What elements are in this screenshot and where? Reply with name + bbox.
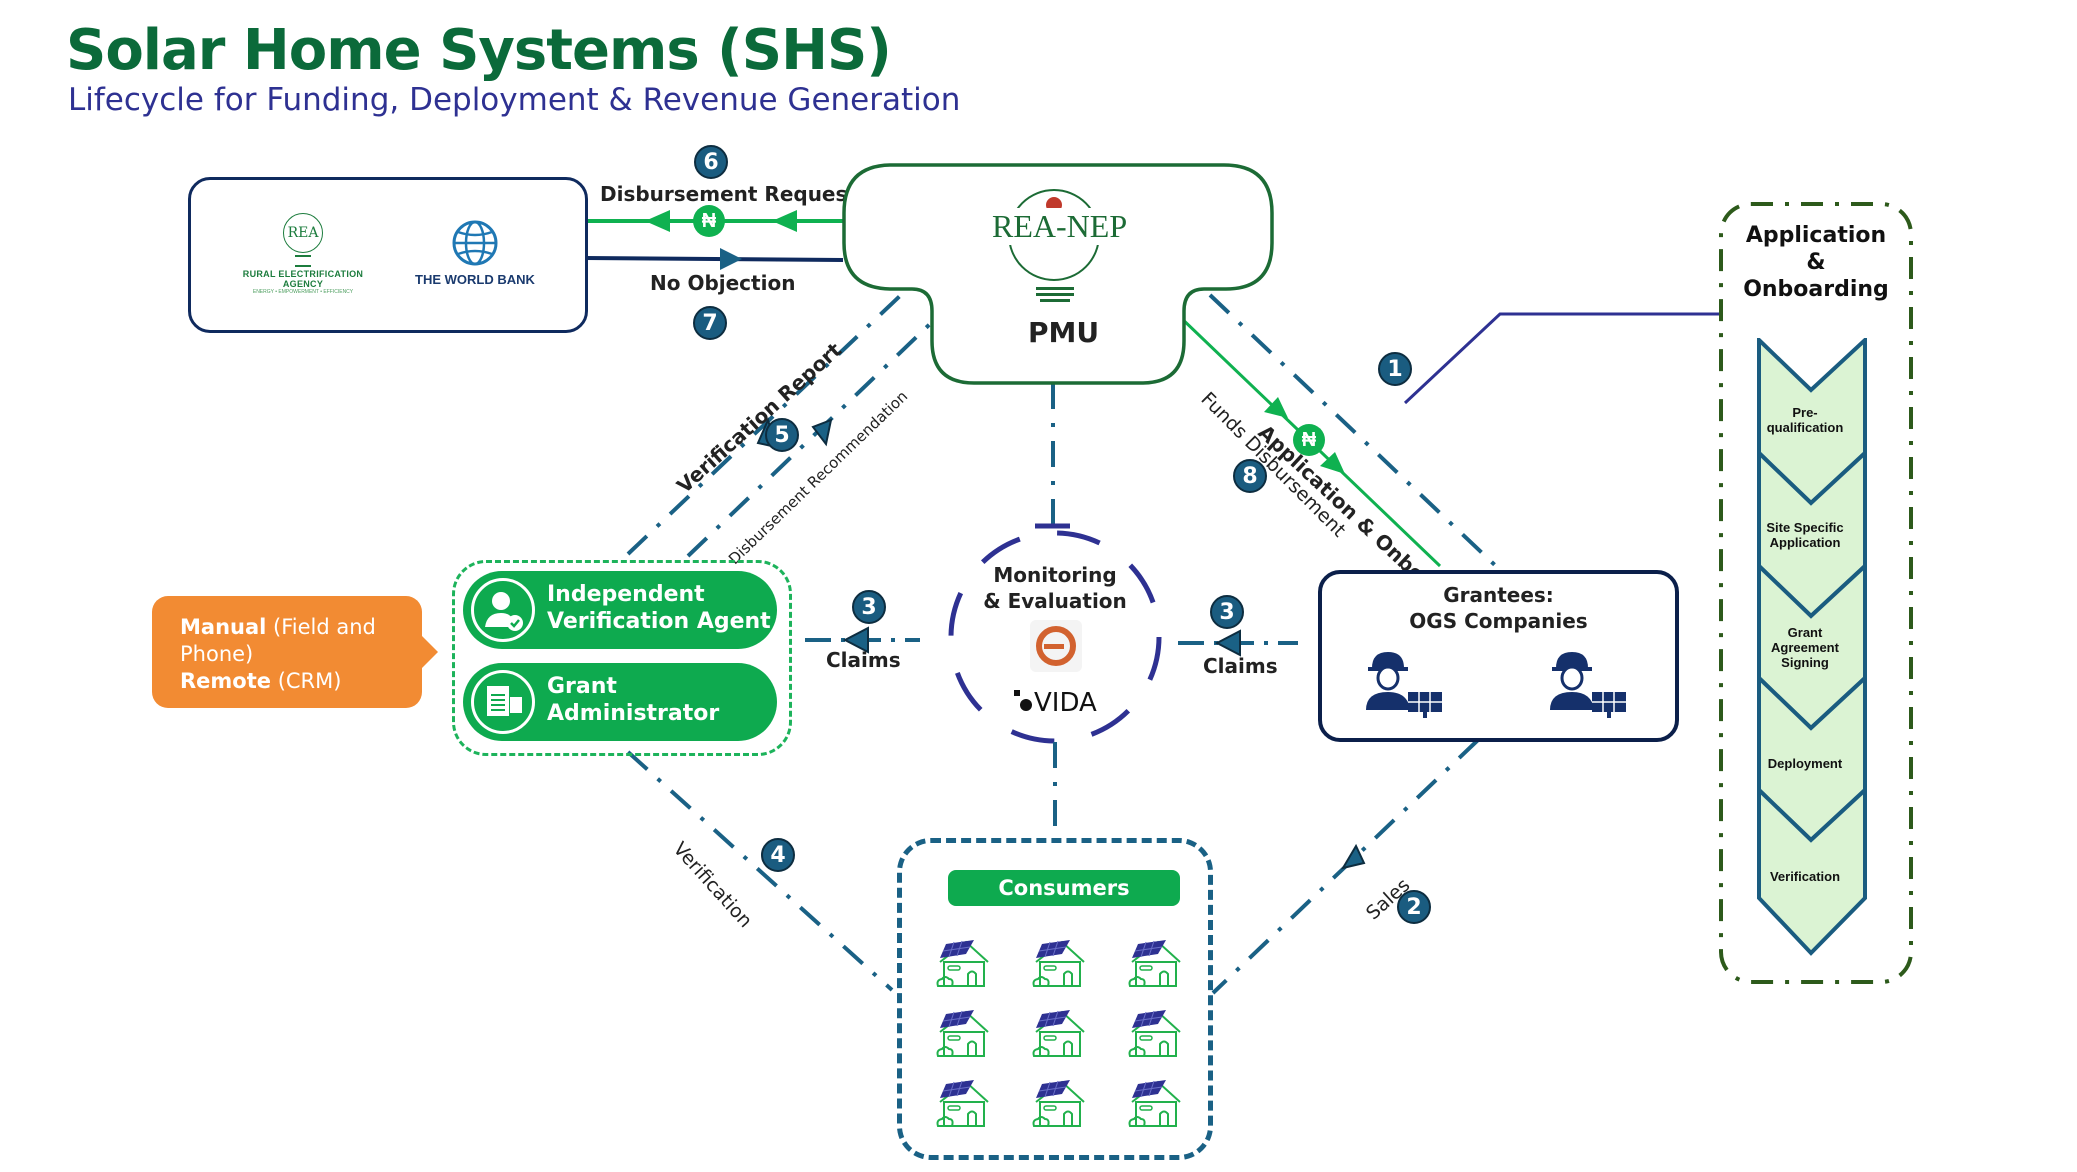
funds-disbursement-arrow (1264, 397, 1288, 418)
disbursement-request-label: Disbursement Request (600, 182, 857, 206)
no-objection-label: No Objection (650, 271, 796, 295)
remote-method-detail: (CRM) (271, 669, 342, 693)
callout-pointer (422, 636, 438, 668)
step-badge-4: 4 (761, 838, 795, 872)
step-badge-6: 6 (694, 145, 728, 179)
grant-document-icon (471, 670, 535, 734)
grantees-box: Grantees:OGS Companies (1318, 570, 1679, 742)
rea-nep-logo-text: REA-NEP (990, 208, 1130, 245)
grantees-label: Grantees:OGS Companies (1322, 582, 1675, 634)
step-badge-2: 2 (1397, 890, 1431, 924)
world-bank-logo: THE WORLD BANK (400, 218, 550, 287)
monitoring-line1: Monitoring (993, 563, 1117, 587)
step-badge-5: 5 (765, 418, 799, 452)
monitoring-evaluation-label: Monitoring& Evaluation (980, 562, 1130, 614)
monitoring-line2: & Evaluation (983, 589, 1127, 613)
application-onboarding-line (1208, 293, 1500, 570)
stage-verification: Verification (1769, 869, 1841, 884)
manual-method: Manual (180, 615, 267, 639)
step-badge-3-right: 3 (1210, 595, 1244, 629)
solar-house-icon (1128, 940, 1181, 987)
solar-house-icon (936, 940, 989, 987)
manual-method-detail: (Field and Phone) (180, 615, 376, 666)
lifecycle-title-line1: Application (1745, 223, 1887, 248)
solar-worker-icon (1366, 652, 1442, 718)
pmu-label: PMU (1028, 316, 1100, 349)
step-badge-1: 1 (1378, 352, 1412, 386)
no-objection-arrow (720, 248, 742, 270)
solar-house-icon (936, 1010, 989, 1057)
monitoring-ring (948, 530, 1162, 744)
grantees-line2: OGS Companies (1409, 609, 1588, 633)
consumers-box: Consumers (897, 838, 1213, 1160)
pmu-box (842, 163, 1274, 385)
funds-disbursement-arrow (1320, 452, 1345, 474)
naira-icon: ₦ (1293, 424, 1325, 456)
evaluation-logo-icon (1030, 620, 1082, 672)
lifecycle-title-line2: & (1806, 250, 1826, 275)
sales-arrow (1340, 843, 1366, 870)
iva-label-line1: Independent (547, 582, 705, 607)
page-subtitle: Lifecycle for Funding, Deployment & Reve… (68, 82, 961, 118)
world-bank-name: THE WORLD BANK (415, 272, 535, 287)
rea-tagline: ENERGY • EMPOWERMENT • EFFICIENCY (252, 289, 354, 295)
globe-icon (452, 220, 498, 266)
step-badge-8: 8 (1233, 459, 1267, 493)
step-badge-7: 7 (693, 306, 727, 340)
lifecycle-chevrons (1757, 338, 1867, 956)
lifecycle-title: Application & Onboarding (1717, 222, 1915, 303)
naira-icon: ₦ (693, 205, 725, 237)
solar-house-icon (1032, 940, 1085, 987)
no-objection-line (584, 256, 844, 262)
ga-label-line2: Administrator (547, 701, 720, 726)
solar-house-icon (1128, 1080, 1181, 1127)
step-badge-3-left: 3 (852, 590, 886, 624)
lifecycle-panel: Application & Onboarding Pre-qualificati… (1717, 200, 1915, 986)
rea-bulb-base-icon (295, 255, 311, 267)
stage-deployment: Deployment (1767, 756, 1843, 771)
solar-house-icon (936, 1080, 989, 1127)
rea-name: RURAL ELECTRIFICATION AGENCY (242, 269, 364, 289)
funders-box (188, 177, 588, 333)
solar-house-icon (1032, 1080, 1085, 1127)
page-title: Solar Home Systems (SHS) (66, 18, 892, 83)
iva-label-line2: Verification Agent (547, 609, 771, 634)
claims-right-label: Claims (1203, 654, 1278, 678)
claims-right-arrow (1214, 629, 1241, 657)
rea-logo: REA RURAL ELECTRIFICATION AGENCY ENERGY … (228, 213, 378, 295)
grantees-line1: Grantees: (1443, 583, 1554, 607)
remote-method: Remote (180, 669, 272, 693)
disbursement-recommendation-arrow (811, 418, 833, 447)
houses-grid (932, 938, 1182, 1138)
claims-left-arrow (842, 626, 869, 654)
verification-line (626, 750, 894, 992)
consumers-label: Consumers (948, 870, 1180, 906)
solar-worker-icon (1550, 652, 1626, 718)
verified-person-icon (471, 578, 535, 642)
vida-logo: VIDA (1014, 688, 1097, 718)
rea-emblem-icon: REA (283, 213, 323, 253)
lifecycle-title-line3: Onboarding (1743, 277, 1889, 302)
stage-chevron (1757, 785, 1867, 956)
disbursement-request-arrow (772, 210, 797, 232)
vida-square-icon (1014, 690, 1020, 696)
solar-house-icon (1032, 1010, 1085, 1057)
ga-label-line1: Grant (547, 674, 617, 699)
stage-prequalification: Pre-qualification (1766, 405, 1844, 435)
vida-text: VIDA (1034, 688, 1097, 718)
vida-dot-icon (1020, 699, 1032, 711)
verification-report-line (626, 292, 904, 556)
disbursement-request-arrow (645, 210, 670, 232)
claims-left-label: Claims (826, 648, 901, 672)
lifecycle-link-line (1403, 312, 1720, 405)
verification-methods-callout: Manual (Field and Phone) Remote (CRM) (152, 596, 438, 708)
solar-house-icon (1128, 1010, 1181, 1057)
